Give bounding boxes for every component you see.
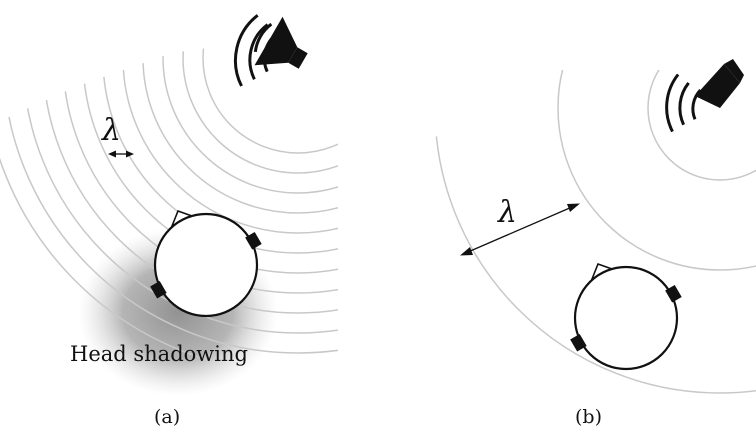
wavefront [122, 38, 338, 234]
sound-emission-arcs [665, 73, 702, 133]
right-ear [665, 284, 682, 303]
wavelength-arrow [108, 150, 134, 158]
listener-head [150, 209, 262, 318]
wavefront [202, 38, 338, 154]
left-ear [150, 280, 167, 299]
wavelength-symbol: λ [497, 195, 517, 230]
listener-head [570, 262, 682, 371]
panel-a: λ Head shadowing (a) [0, 14, 338, 428]
left-ear [570, 333, 587, 352]
wavefront [557, 70, 756, 271]
panel-b: λ (b) [434, 59, 756, 428]
loudspeaker-icon [695, 59, 744, 108]
loudspeaker-icon [253, 16, 308, 69]
head-shadowing-label: Head shadowing [70, 342, 248, 366]
panel-a-caption: (a) [154, 406, 180, 428]
sound-emission-arcs [234, 14, 279, 87]
panel-b-caption: (b) [575, 406, 602, 428]
wavelength-arrow [460, 203, 580, 256]
wavelength-symbol: λ [101, 113, 121, 148]
wavefront [102, 38, 338, 254]
wavefront [647, 70, 756, 181]
wavefront [182, 38, 338, 174]
right-ear [245, 231, 262, 250]
wavefront [142, 38, 338, 214]
wavefront [162, 38, 338, 194]
